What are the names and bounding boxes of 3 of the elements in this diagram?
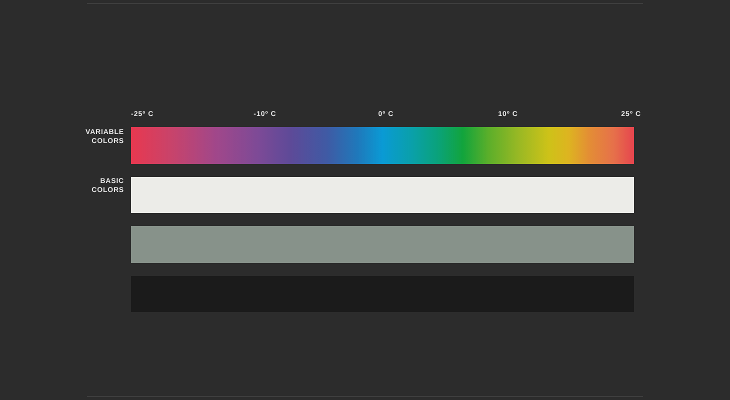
swatch-bar <box>131 177 634 213</box>
color-gradient-bar <box>131 127 634 164</box>
swatch-bar <box>131 226 634 263</box>
